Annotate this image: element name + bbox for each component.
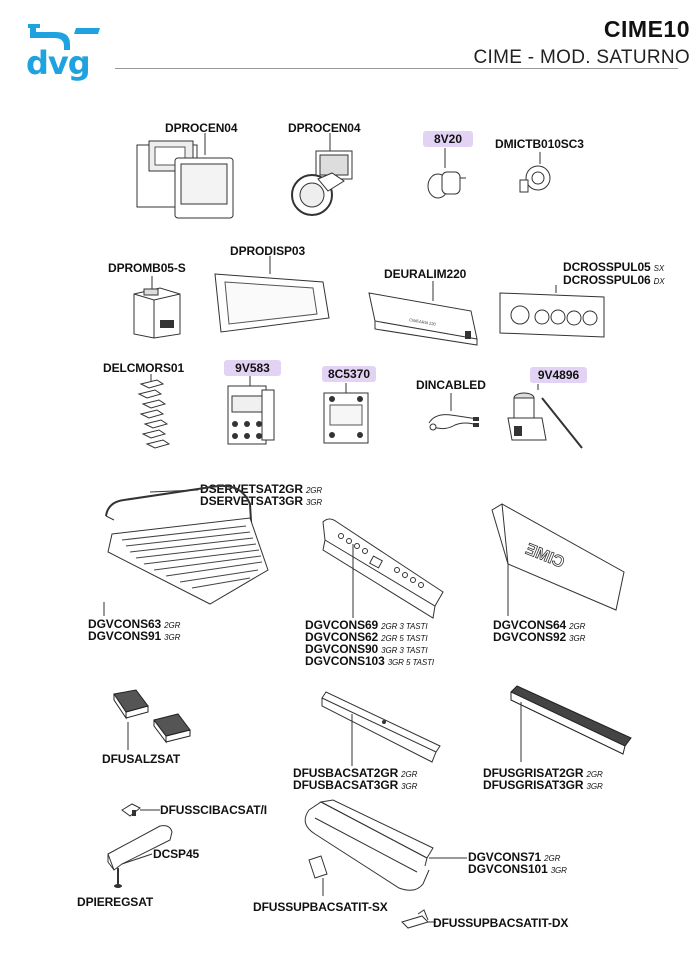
drip-tray-drawing — [318, 692, 443, 767]
part-label-dpromb05-s[interactable]: DPROMB05-S — [108, 261, 186, 275]
part-label-dprocen04-b[interactable]: DPROCEN04 — [288, 121, 361, 135]
page-subtitle: CIME - MOD. SATURNO — [473, 47, 690, 68]
drip-basin-drawing — [295, 796, 470, 896]
part-tag-9v583[interactable]: 9V583 — [224, 360, 281, 376]
salt-filter-drawing — [108, 686, 218, 750]
microswitch-drawing — [510, 152, 560, 202]
part-label-dcsp45[interactable]: DCSP45 — [153, 847, 200, 861]
controller-board-drawing — [135, 133, 240, 228]
brand-logo: dvg — [24, 22, 104, 82]
part-label-dpieregsat[interactable]: DPIEREGSAT — [77, 895, 154, 909]
tray-bracket-small-drawing — [118, 800, 162, 822]
part-tag-8c5370[interactable]: 8C5370 — [322, 366, 376, 382]
psu-print-text: CIMEARIA 220 — [409, 317, 437, 327]
part-label-dincabled[interactable]: DINCABLED — [416, 378, 486, 392]
part-tag-8v20[interactable]: 8V20 — [423, 131, 473, 147]
part-label-dfusalzsat[interactable]: DFUSALZSAT — [102, 752, 181, 766]
basin-support-dx-drawing — [398, 906, 438, 932]
header-divider — [115, 68, 678, 69]
keypad-board-drawing — [496, 285, 608, 347]
part-label-dfussupbac-dx[interactable]: DFUSSUPBACSATIT-DX — [433, 916, 569, 930]
terminal-block-drawing — [135, 374, 175, 456]
grille-drawing — [505, 686, 635, 764]
front-panel-cime-drawing: CIME — [488, 500, 633, 618]
valve-fitting-drawing — [420, 148, 470, 203]
part-tag-9v4896[interactable]: 9V4896 — [530, 367, 587, 383]
part-label-dprodisp03[interactable]: DPRODISP03 — [230, 244, 306, 258]
power-module-drawing — [130, 276, 190, 341]
part-label-dfusscibacsat[interactable]: DFUSSCIBACSAT/I — [160, 803, 267, 817]
part-label-dprocen04-a[interactable]: DPROCEN04 — [165, 121, 238, 135]
part-label-deuralim220[interactable]: DEURALIM220 — [384, 267, 467, 281]
part-label-dfussupbac-sx[interactable]: DFUSSUPBACSATIT-SX — [253, 900, 388, 914]
contactor-drawing — [222, 376, 277, 448]
part-label-dmictb010sc3[interactable]: DMICTB010SC3 — [495, 137, 584, 151]
logo-text: dvg — [26, 44, 91, 82]
cup-tray-grid-drawing — [100, 482, 280, 612]
part-label-delcmors01[interactable]: DELCMORS01 — [103, 361, 185, 375]
display-panel-drawing — [205, 256, 335, 338]
support-bracket-drawing — [100, 820, 180, 888]
button-panel-drawing — [305, 510, 450, 620]
thermostat-drawing — [502, 384, 592, 454]
solid-state-relay-drawing — [318, 383, 374, 447]
dvg-faucet-icon — [28, 24, 100, 50]
power-supply-drawing: CIMEARIA 220 — [365, 281, 485, 346]
cable-drawing — [425, 393, 479, 438]
encoder-knob-drawing — [288, 133, 360, 223]
page-title: CIME10 — [603, 16, 690, 42]
